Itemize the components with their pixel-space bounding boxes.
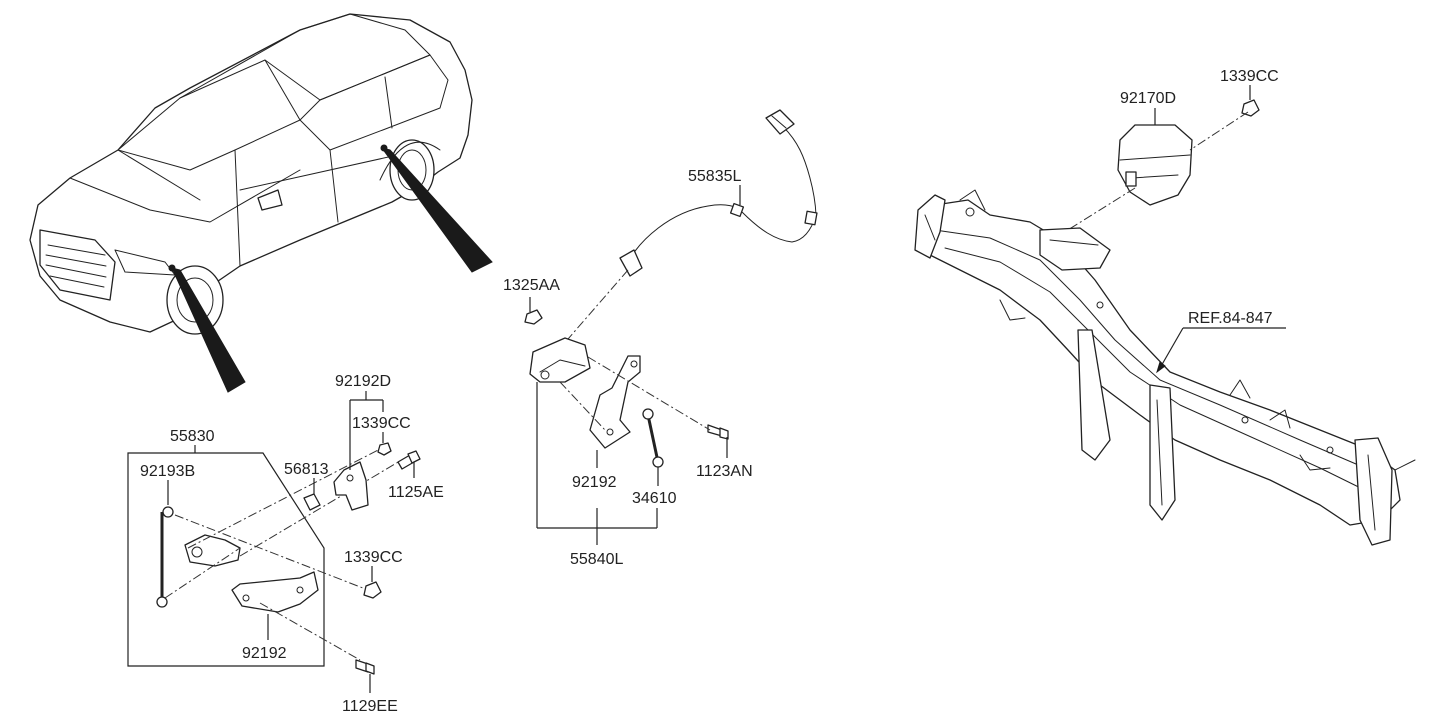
label-1123AN: 1123AN — [696, 463, 753, 480]
label-1129EE: 1129EE — [342, 698, 398, 715]
nut-icon — [524, 309, 543, 325]
label-92192D: 92192D — [335, 373, 391, 390]
crossmember-illustration — [914, 85, 1416, 546]
label-55835L: 55835L — [688, 168, 741, 185]
label-1325AA: 1325AA — [503, 277, 560, 294]
part-labels: 55835L 1325AA 92170D 1339CC REF.84-847 9… — [140, 68, 1279, 715]
label-92192-center: 92192 — [572, 474, 617, 491]
vehicle-illustration — [29, 13, 493, 393]
module-icon — [1117, 124, 1193, 206]
label-1125AE: 1125AE — [388, 484, 444, 501]
label-ref-84-847: REF.84-847 — [1188, 310, 1273, 327]
label-1339CC-low: 1339CC — [344, 549, 403, 566]
label-92192-left: 92192 — [242, 645, 287, 662]
front-sensor-assembly — [127, 391, 421, 693]
label-92193B: 92193B — [140, 463, 195, 480]
label-55830: 55830 — [170, 428, 215, 445]
label-92170D: 92170D — [1120, 90, 1176, 107]
label-34610: 34610 — [632, 490, 677, 507]
label-55840L: 55840L — [570, 551, 623, 568]
label-1339CC-mid: 1339CC — [352, 415, 411, 432]
label-56813: 56813 — [284, 461, 329, 478]
rear-sensor-assembly — [524, 109, 818, 545]
label-1339CC-top: 1339CC — [1220, 68, 1279, 85]
